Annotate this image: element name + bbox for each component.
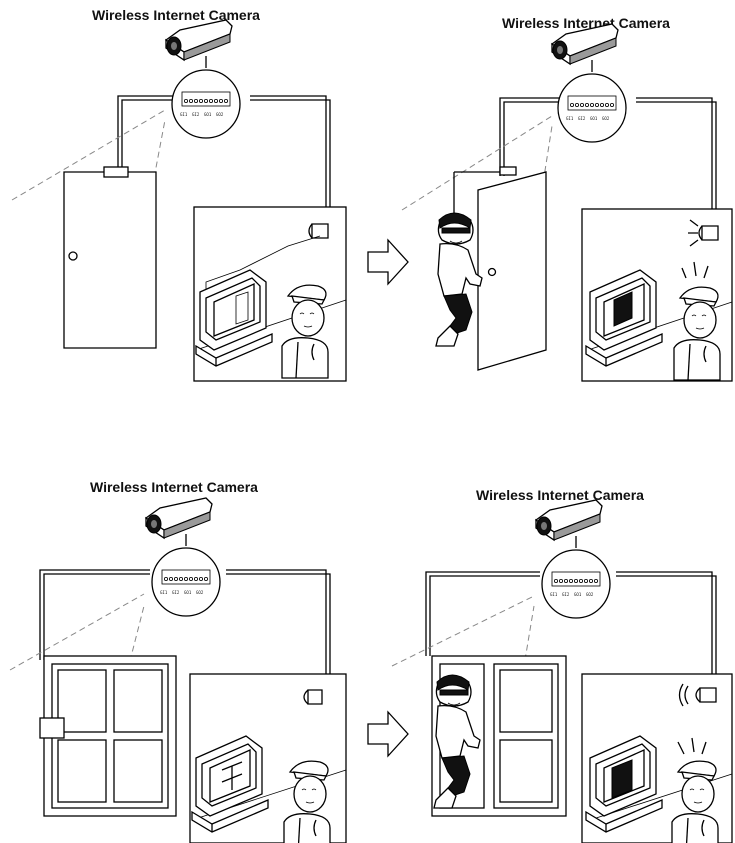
terminal-label: GI2 bbox=[192, 112, 200, 117]
camera-title: Wireless Internet Camera bbox=[476, 487, 644, 503]
terminal-label: GI1 bbox=[566, 116, 574, 121]
panel-window-normal: Wireless Internet Camera GI1 GI2 GO1 GO2 bbox=[10, 479, 346, 843]
panel-door-normal: Wireless Internet Camera GI1 GI2 GO1 GO2 bbox=[12, 7, 346, 381]
terminal-label: GI2 bbox=[578, 116, 586, 121]
right-arrow-icon bbox=[368, 240, 408, 284]
terminal-label: GI1 bbox=[180, 112, 188, 117]
alarm-siren-icon bbox=[702, 226, 718, 240]
camera-title: Wireless Internet Camera bbox=[90, 479, 258, 495]
terminal-label: GO1 bbox=[574, 592, 582, 597]
terminal-label: GI1 bbox=[550, 592, 558, 597]
terminal-label: GO2 bbox=[586, 592, 594, 597]
camera-icon bbox=[552, 24, 626, 142]
camera-icon bbox=[146, 498, 220, 616]
alarm-siren-icon bbox=[312, 224, 328, 238]
camera-title: Wireless Internet Camera bbox=[92, 7, 260, 23]
panel-window-alarm: Wireless Internet Camera GI1 GI2 GO1 GO2 bbox=[392, 487, 732, 843]
terminal-label: GI2 bbox=[562, 592, 570, 597]
burglar-icon bbox=[436, 213, 482, 346]
window-sensor-icon bbox=[40, 718, 64, 738]
camera-icon bbox=[536, 500, 610, 618]
terminal-label: GO1 bbox=[204, 112, 212, 117]
terminal-label: GO2 bbox=[196, 590, 204, 595]
alarm-siren-icon bbox=[308, 690, 322, 704]
door-sensor-icon bbox=[500, 167, 516, 175]
terminal-label: GO1 bbox=[590, 116, 598, 121]
door-knob-icon bbox=[489, 269, 496, 276]
camera-title: Wireless Internet Camera bbox=[502, 15, 670, 31]
door-icon bbox=[64, 172, 156, 348]
terminal-label: GO1 bbox=[184, 590, 192, 595]
door-knob-icon bbox=[69, 252, 77, 260]
camera-icon bbox=[166, 20, 240, 138]
terminal-label: GI1 bbox=[160, 590, 168, 595]
terminal-label: GO2 bbox=[216, 112, 224, 117]
right-arrow-icon bbox=[368, 712, 408, 756]
alarm-siren-icon bbox=[700, 688, 716, 702]
terminal-label: GI2 bbox=[172, 590, 180, 595]
door-sensor-icon bbox=[104, 167, 128, 177]
terminal-label: GO2 bbox=[602, 116, 610, 121]
panel-door-alarm: Wireless Internet Camera GI1 GI2 GO1 GO2 bbox=[402, 15, 732, 381]
